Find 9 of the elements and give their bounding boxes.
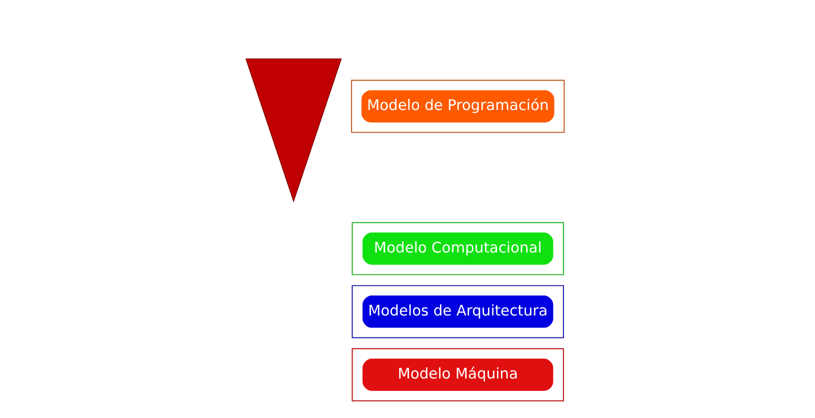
node-arrow [244, 58, 342, 202]
cluster [351, 222, 564, 276]
node-box: Modelo Máquina [362, 358, 553, 391]
node-box: Modelo de Programación [360, 90, 554, 122]
cluster [351, 285, 564, 338]
node-box: Modelo Computacional [362, 232, 553, 265]
cluster [351, 348, 564, 402]
node-box: Modelos de Arquitectura [362, 296, 553, 328]
cluster [350, 80, 564, 133]
